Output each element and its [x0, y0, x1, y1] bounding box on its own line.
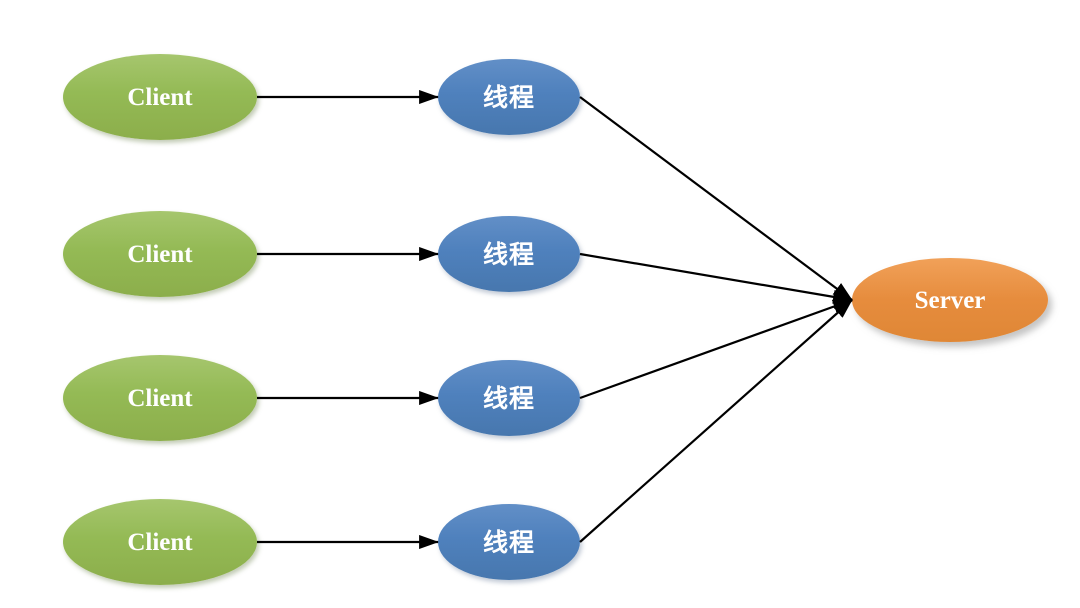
server-node: Server [852, 258, 1048, 342]
client-2-label: Client [127, 240, 193, 268]
thread-2-node: 线程 [438, 216, 580, 292]
edge-thread-1-to-server [579, 96, 853, 301]
client-4-label: Client [127, 528, 193, 556]
client-4-node: Client [63, 499, 257, 585]
edge-thread-3-to-server [579, 298, 853, 400]
thread-3-label: 线程 [482, 383, 535, 413]
thread-1-node: 线程 [438, 59, 580, 135]
thread-4-node: 线程 [438, 504, 580, 580]
client-2-node: Client [63, 211, 257, 297]
thread-4-label: 线程 [482, 527, 535, 557]
thread-3-node: 线程 [438, 360, 580, 436]
edge-thread-2-to-server [579, 252, 853, 304]
client-3-node: Client [63, 355, 257, 441]
client-1-label: Client [127, 83, 193, 111]
edge-thread-4-to-server [579, 299, 853, 543]
thread-1-label: 线程 [482, 82, 535, 112]
thread-2-label: 线程 [482, 239, 535, 269]
client-1-node: Client [63, 54, 257, 140]
client-3-label: Client [127, 384, 193, 412]
server-label: Server [914, 286, 986, 314]
